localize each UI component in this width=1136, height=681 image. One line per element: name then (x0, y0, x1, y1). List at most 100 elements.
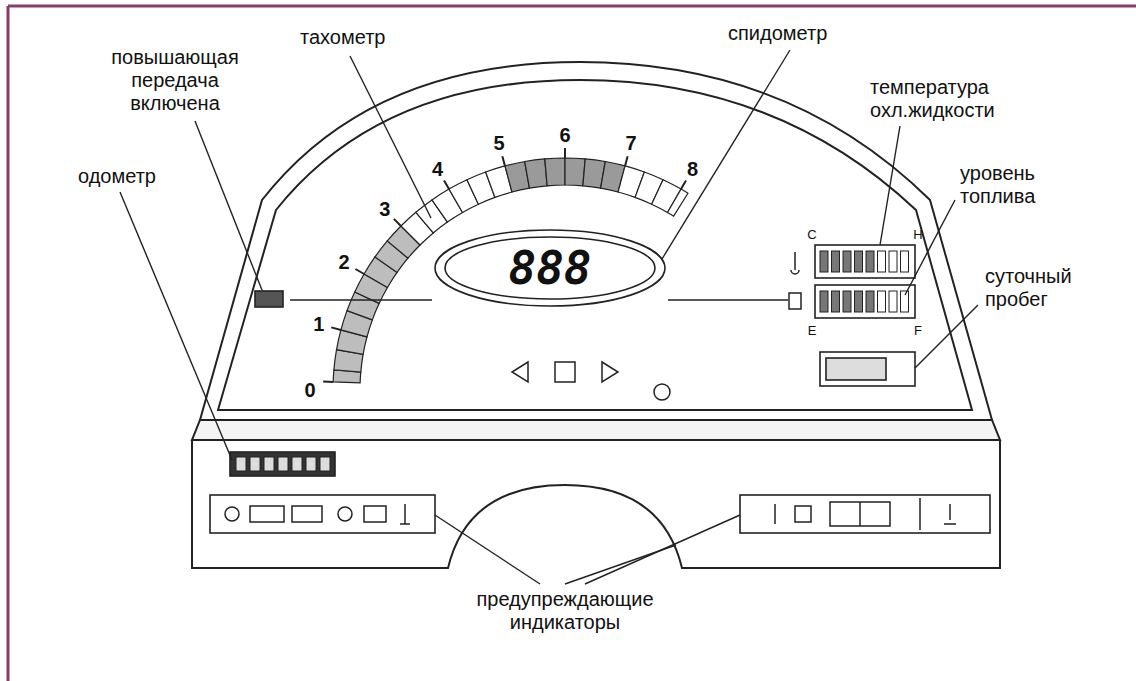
overdrive-indicator (255, 291, 283, 307)
odometer-digit (236, 457, 246, 471)
odometer-window (230, 452, 335, 476)
gauge-cell (843, 291, 851, 312)
gauge-cell (901, 291, 909, 312)
leader-lines (120, 50, 978, 584)
callout-label: одометр (78, 165, 156, 188)
page-border (8, 6, 1136, 681)
trip-display (820, 352, 915, 386)
scale-tick (564, 148, 566, 158)
turn-arrow (602, 362, 618, 382)
callout-label: температура охл.жидкости (870, 76, 1045, 122)
leader-line (585, 515, 740, 584)
warning-icon (795, 506, 811, 522)
scale-number: 5 (493, 132, 504, 155)
leader-line (915, 305, 978, 368)
speed-display (435, 230, 665, 306)
gauge-cell (832, 251, 840, 272)
divider-line (290, 299, 432, 301)
temperature-gauge (815, 245, 915, 278)
scale-tick (502, 156, 505, 166)
callout-label: уровень топлива (960, 162, 1060, 208)
housing-ledge (192, 420, 1000, 440)
scale-tick (394, 219, 401, 226)
gauge-cell (889, 291, 897, 312)
gauge-cell (889, 251, 897, 272)
gauge-cell (901, 251, 909, 272)
scale-number: 1 (313, 313, 324, 336)
band-segment (565, 158, 585, 186)
scale-tick (331, 327, 341, 330)
odometer-digit (264, 457, 274, 471)
trip-window (826, 358, 886, 380)
odometer-digit (292, 457, 302, 471)
gauge-letter: E (808, 323, 817, 338)
leader-line (905, 200, 955, 295)
bezel-outline (218, 80, 972, 410)
scale-number: 2 (339, 251, 350, 274)
callout-label: суточный пробег (985, 265, 1105, 311)
turn-arrow (512, 362, 528, 382)
odometer-digit (320, 457, 330, 471)
callout-label: предупреждающие индикаторы (455, 588, 675, 634)
fuel-icon (789, 293, 801, 309)
gauge-cell (855, 251, 863, 272)
callout-label: повышающая передача включена (100, 46, 250, 115)
gauge-cell (832, 291, 840, 312)
scale-number: 3 (379, 198, 390, 221)
warning-icon (250, 506, 284, 522)
border-line (7, 6, 10, 681)
thermometer-icon (791, 252, 799, 274)
scale-tick (355, 269, 364, 274)
leader-line (662, 50, 790, 259)
gauge-cell (820, 291, 828, 312)
speed-display-inner (445, 237, 655, 299)
scale-number: 8 (687, 158, 698, 181)
gauge-letter: F (914, 323, 922, 338)
band-segment (525, 159, 547, 188)
scale-number: 0 (304, 379, 315, 402)
warning-icon (225, 507, 239, 521)
warning-icon (944, 504, 956, 524)
gauge-cell (878, 251, 886, 272)
warning-icon (859, 502, 861, 526)
warning-icon (830, 502, 890, 526)
gauge-cell (878, 291, 886, 312)
indicator-icon (654, 384, 670, 400)
leader-line (435, 515, 540, 584)
scale-tick (625, 156, 628, 166)
warning-icon (292, 506, 322, 522)
gauge-cell (866, 291, 874, 312)
lower-panel (192, 440, 1000, 568)
scale-number: 7 (625, 132, 636, 155)
scale-tick (444, 180, 449, 189)
warning-icon (400, 504, 410, 524)
leader-line (195, 121, 262, 290)
scale-tick (681, 180, 686, 189)
odometer-digit (250, 457, 260, 471)
odometer-digit (278, 457, 288, 471)
gauge-cell (843, 251, 851, 272)
callout-label: спидометр (728, 22, 827, 45)
callout-label: тахометр (300, 26, 385, 49)
border-line (8, 5, 1136, 8)
gauge-letter: C (807, 227, 816, 242)
display-digits: 888 (508, 242, 591, 295)
fuel-gauge (815, 285, 915, 318)
leader-line (350, 56, 431, 218)
warning-icon (919, 498, 921, 530)
leader-line (880, 126, 900, 245)
warning-icon (364, 506, 386, 522)
divider-line (668, 299, 788, 301)
band-segment (668, 189, 688, 216)
gauge-letter: H (913, 227, 922, 242)
gauge-cell (866, 251, 874, 272)
warning-icon (774, 504, 776, 524)
indicator-icon (555, 362, 575, 382)
gauge-cell (855, 291, 863, 312)
scale-tick (323, 381, 333, 383)
scale-number: 4 (432, 158, 443, 181)
warning-icon (338, 507, 352, 521)
leader-line (120, 192, 232, 460)
warning-strip (210, 495, 435, 533)
